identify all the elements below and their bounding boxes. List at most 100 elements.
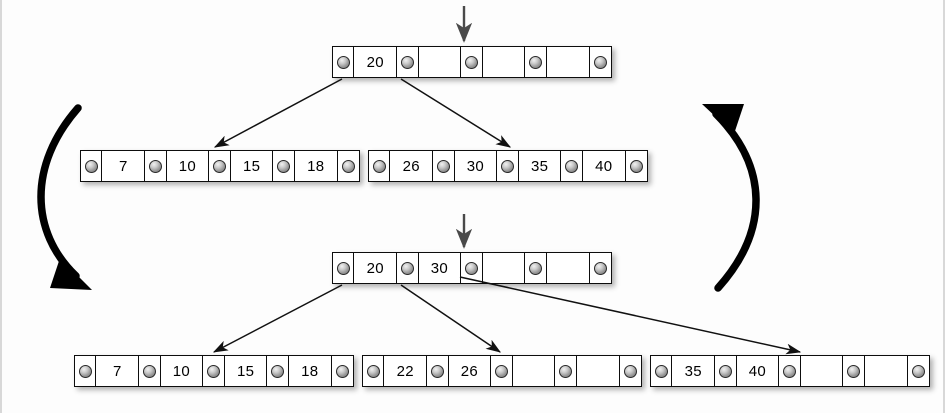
leaf-node-before-left-key-5[interactable]: 15 <box>230 151 274 181</box>
leaf-node-before-right-key-1[interactable]: 26 <box>390 151 434 181</box>
root-node-after-key-3[interactable]: 30 <box>418 253 462 283</box>
leaf-node-after-left-pointer-8[interactable] <box>331 356 353 386</box>
child-link-before-2 <box>400 78 512 148</box>
root-node-after-key-5[interactable] <box>482 253 526 283</box>
root-node-after-pointer-6[interactable] <box>525 253 547 283</box>
pointer-dot-icon <box>654 364 668 378</box>
leaf-node-before-right-pointer-6[interactable] <box>561 151 583 181</box>
leaf-node-after-middle-pointer-6[interactable] <box>555 356 577 386</box>
leaf-node-after-right-pointer-4[interactable] <box>779 356 801 386</box>
root-node-before-key-1[interactable]: 20 <box>354 47 398 77</box>
leaf-node-after-right-pointer-6[interactable] <box>843 356 865 386</box>
leaf-node-after-left-key-7[interactable]: 18 <box>288 356 332 386</box>
pointer-dot-icon <box>623 364 637 378</box>
pointer-dot-icon <box>366 364 380 378</box>
pointer-dot-icon <box>593 55 607 69</box>
root-node-before-key-5[interactable] <box>482 47 526 77</box>
leaf-node-after-right[interactable]: 35 40 <box>650 355 930 387</box>
leaf-node-before-left-key-1[interactable]: 7 <box>102 151 146 181</box>
pointer-dot-icon <box>783 364 796 378</box>
leaf-node-before-right-key-7[interactable]: 40 <box>582 151 626 181</box>
leaf-node-after-right-key-7[interactable] <box>864 356 908 386</box>
root-node-after-pointer-8[interactable] <box>589 253 611 283</box>
leaf-node-before-left-pointer-4[interactable] <box>209 151 231 181</box>
leaf-node-after-middle-key-7[interactable] <box>576 356 620 386</box>
root-node-after-pointer-0[interactable] <box>333 253 355 283</box>
pointer-dot-icon <box>559 364 573 378</box>
leaf-node-after-right-key-5[interactable] <box>800 356 844 386</box>
root-node-after-pointer-4[interactable] <box>461 253 483 283</box>
pointer-dot-icon <box>501 159 514 173</box>
pointer-dot-icon <box>213 159 226 173</box>
key-label: 18 <box>307 157 325 175</box>
key-label: 22 <box>396 362 414 380</box>
root-node-after-pointer-2[interactable] <box>397 253 419 283</box>
pointer-dot-icon <box>565 159 579 173</box>
root-node-before-pointer-0[interactable] <box>333 47 355 77</box>
key-label: 7 <box>112 362 122 380</box>
leaf-node-before-right-pointer-4[interactable] <box>497 151 519 181</box>
root-node-before-key-7[interactable] <box>546 47 590 77</box>
leaf-node-after-left-key-5[interactable]: 15 <box>224 356 268 386</box>
pointer-dot-icon <box>847 364 861 378</box>
key-label: 30 <box>430 259 449 277</box>
pointer-dot-icon <box>148 159 162 173</box>
pointer-dot-icon <box>465 55 478 69</box>
leaf-node-before-right-pointer-0[interactable] <box>369 151 391 181</box>
leaf-node-after-middle-key-3[interactable]: 26 <box>448 356 492 386</box>
leaf-node-before-left-pointer-6[interactable] <box>273 151 295 181</box>
leaf-node-after-middle-pointer-4[interactable] <box>491 356 513 386</box>
leaf-node-after-left-pointer-4[interactable] <box>203 356 225 386</box>
key-label: 40 <box>595 157 613 175</box>
pointer-dot-icon <box>277 159 291 173</box>
key-label: 7 <box>118 157 128 175</box>
leaf-node-after-middle-pointer-0[interactable] <box>363 356 385 386</box>
leaf-node-after-right-pointer-0[interactable] <box>651 356 673 386</box>
leaf-node-after-right-pointer-2[interactable] <box>715 356 737 386</box>
key-label: 35 <box>684 362 702 380</box>
root-node-after-key-7[interactable] <box>546 253 590 283</box>
leaf-node-before-right[interactable]: 26 30 35 40 <box>368 150 648 182</box>
leaf-node-after-left-key-3[interactable]: 10 <box>160 356 204 386</box>
leaf-node-after-right-key-3[interactable]: 40 <box>736 356 780 386</box>
root-node-before-key-3[interactable] <box>418 47 462 77</box>
root-node-before-pointer-2[interactable] <box>397 47 419 77</box>
pointer-dot-icon <box>430 364 444 378</box>
leaf-node-after-right-pointer-8[interactable] <box>907 356 929 386</box>
leaf-node-before-left-key-7[interactable]: 18 <box>294 151 338 181</box>
leaf-node-after-middle-key-5[interactable] <box>512 356 556 386</box>
leaf-node-after-left-key-1[interactable]: 7 <box>96 356 140 386</box>
leaf-node-after-middle-key-1[interactable]: 22 <box>384 356 428 386</box>
leaf-node-before-right-key-3[interactable]: 30 <box>454 151 498 181</box>
pointer-dot-icon <box>629 159 643 173</box>
leaf-node-before-right-key-5[interactable]: 35 <box>518 151 562 181</box>
leaf-node-after-left-pointer-0[interactable] <box>75 356 97 386</box>
pointer-dot-icon <box>436 159 450 173</box>
child-link-after-1 <box>212 284 343 353</box>
leaf-node-after-right-key-1[interactable]: 35 <box>672 356 716 386</box>
leaf-node-before-left-pointer-8[interactable] <box>337 151 359 181</box>
root-node-after-key-1[interactable]: 20 <box>354 253 398 283</box>
key-label: 10 <box>178 157 197 175</box>
leaf-node-before-left-pointer-0[interactable] <box>81 151 103 181</box>
leaf-node-before-right-pointer-2[interactable] <box>433 151 455 181</box>
root-node-before[interactable]: 20 <box>332 46 612 78</box>
leaf-node-before-left-pointer-2[interactable] <box>145 151 167 181</box>
child-link-after-2 <box>400 284 501 353</box>
leaf-node-after-middle-pointer-2[interactable] <box>427 356 449 386</box>
root-node-before-pointer-8[interactable] <box>589 47 611 77</box>
leaf-node-after-middle-pointer-8[interactable] <box>619 356 641 386</box>
leaf-node-after-left-pointer-6[interactable] <box>267 356 289 386</box>
root-node-before-pointer-6[interactable] <box>525 47 547 77</box>
pointer-dot-icon <box>400 55 414 69</box>
key-label: 26 <box>402 157 420 175</box>
leaf-node-before-left[interactable]: 7 10 15 18 <box>80 150 360 182</box>
root-node-before-pointer-4[interactable] <box>461 47 483 77</box>
pointer-dot-icon <box>529 55 543 69</box>
leaf-node-after-left[interactable]: 7 10 15 18 <box>74 355 354 387</box>
leaf-node-before-left-key-3[interactable]: 10 <box>166 151 210 181</box>
leaf-node-after-left-pointer-2[interactable] <box>139 356 161 386</box>
leaf-node-before-right-pointer-8[interactable] <box>625 151 647 181</box>
leaf-node-after-middle[interactable]: 22 26 <box>362 355 642 387</box>
